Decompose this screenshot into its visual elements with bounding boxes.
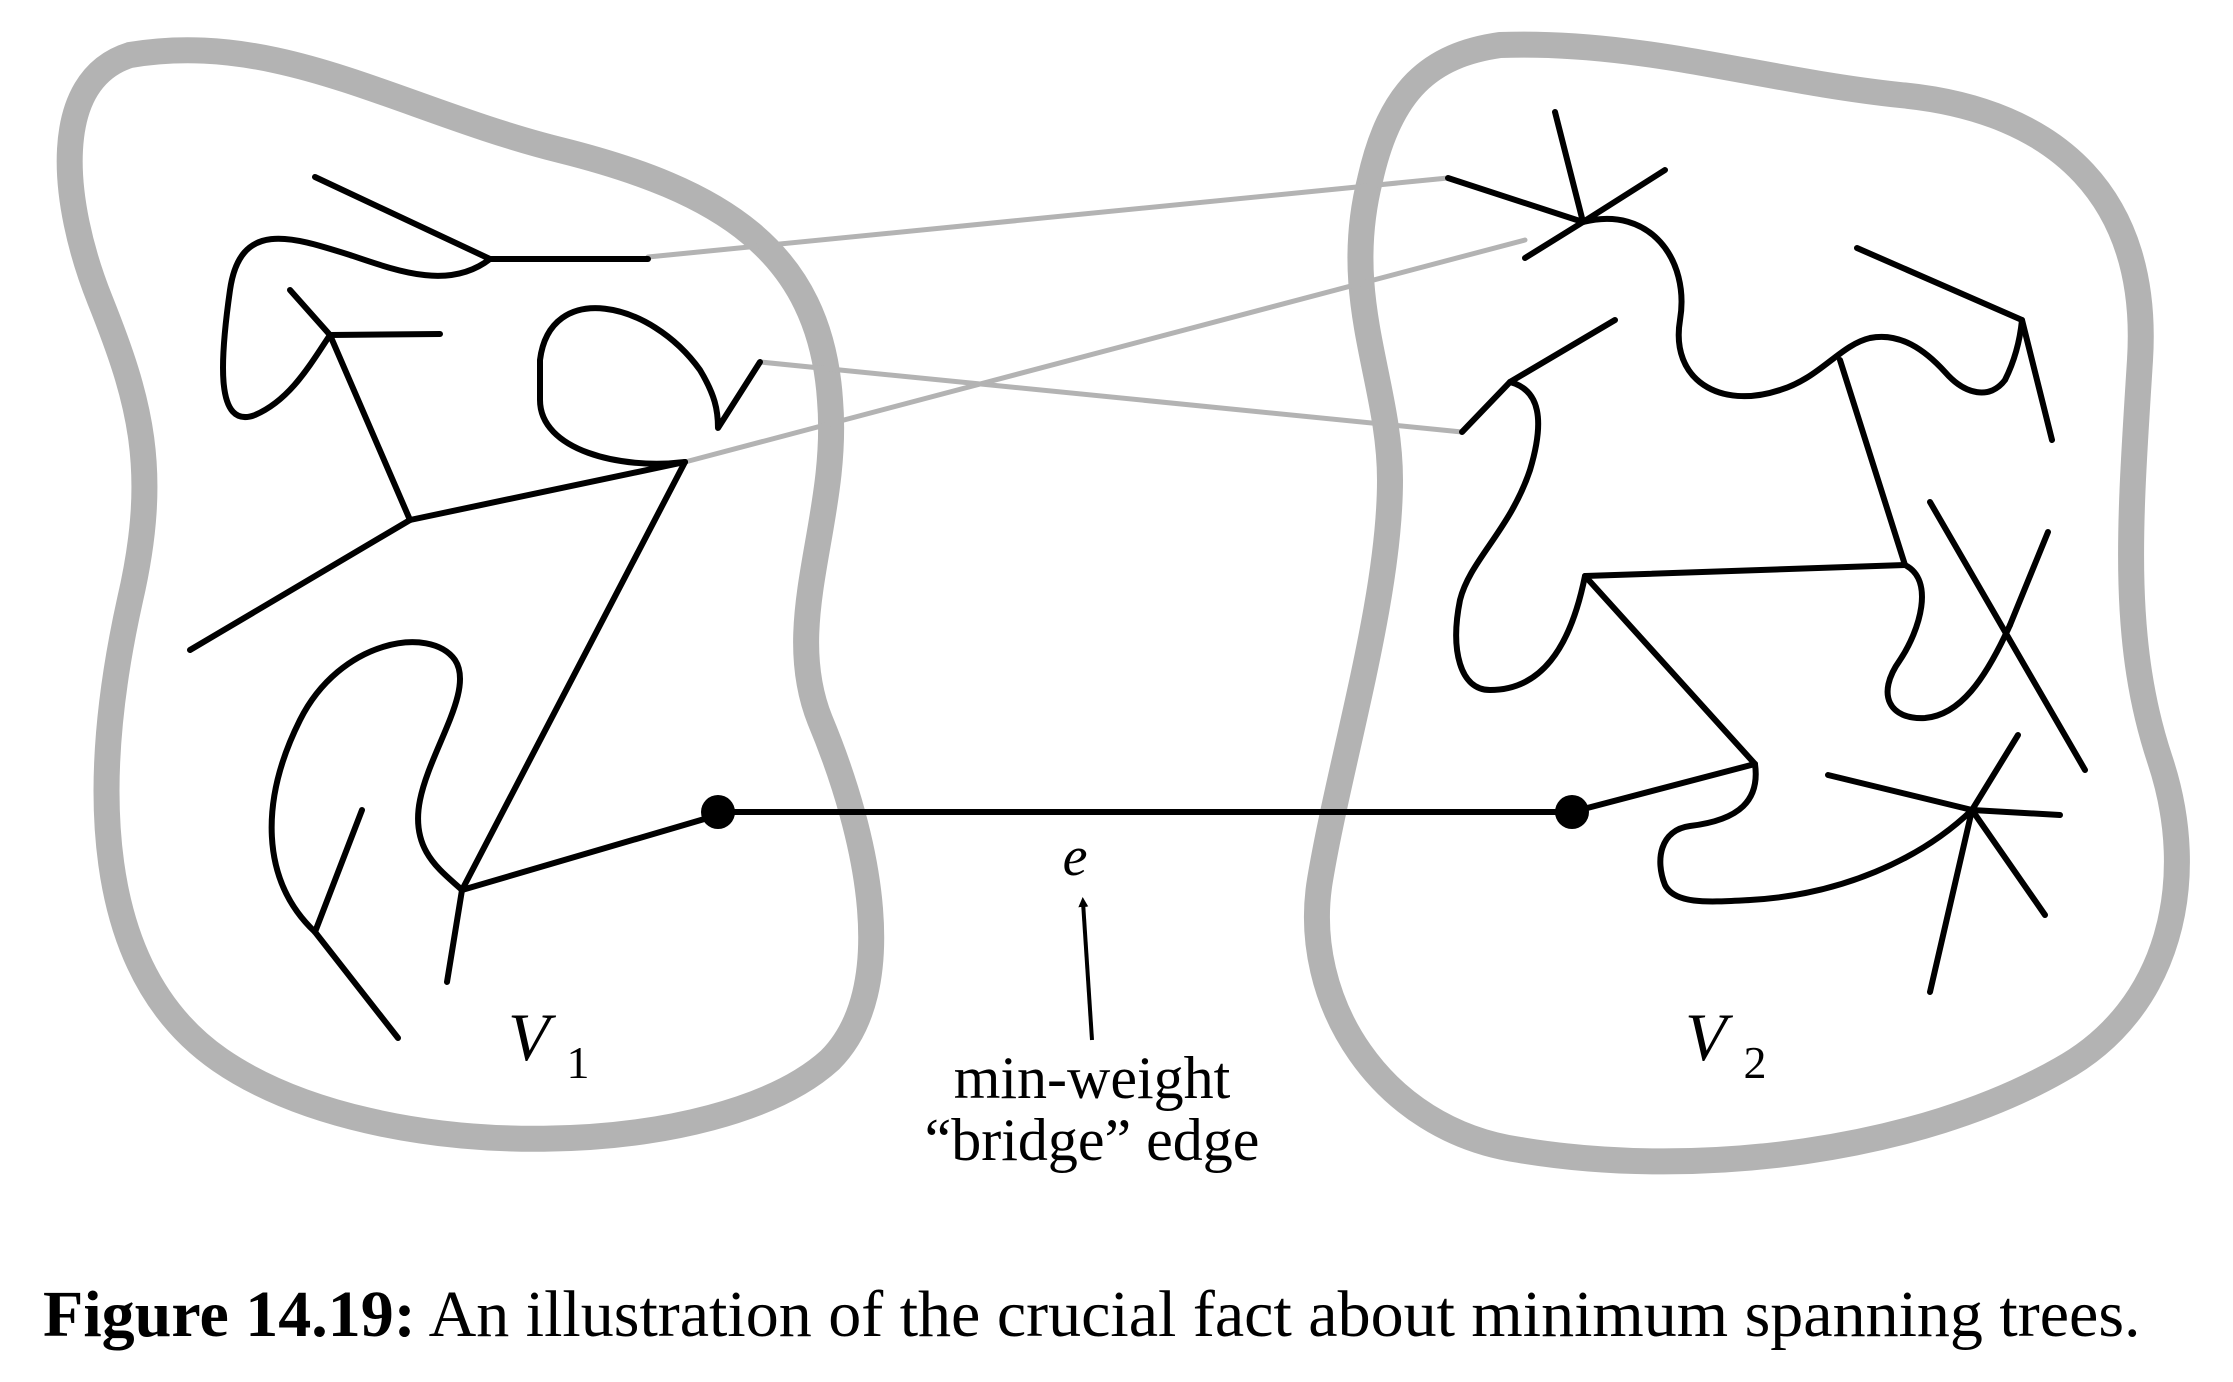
- tree-edge: [312, 929, 401, 1041]
- caption-label: Figure 14.19:: [43, 1278, 416, 1351]
- region-v2-label-sub: 2: [1744, 1037, 1767, 1088]
- tree-edge: [327, 332, 413, 523]
- tree-edge: [1927, 499, 2088, 773]
- region-v2-outline: [1303, 31, 2190, 1175]
- region-v1-outline: [56, 37, 885, 1152]
- annotation-arrow: [1078, 897, 1094, 1041]
- tree-v2: [1445, 109, 2088, 995]
- annotation-line-2: “bridge” edge: [925, 1107, 1260, 1173]
- tree-edge: [1580, 215, 2025, 400]
- tree-edge: [459, 459, 688, 893]
- tree-edge: [1969, 807, 2048, 918]
- bridge-endpoint-v1: [701, 795, 735, 829]
- tree-edge: [268, 639, 465, 935]
- tree-edge: [1453, 379, 1588, 693]
- edge-label-e: e: [1063, 826, 1088, 888]
- cross-edges: [645, 175, 1528, 465]
- region-v1-label: V 1: [508, 999, 590, 1088]
- tree-edge: [1927, 807, 1975, 995]
- tree-edge: [1582, 562, 1908, 579]
- tree-edge: [1522, 219, 1586, 261]
- region-v2-label: V 2: [1685, 999, 1767, 1088]
- tree-edge: [1969, 807, 2063, 818]
- tree-edge: [1854, 245, 2055, 443]
- bridge-endpoint-v2: [1555, 795, 1589, 829]
- tree-edge: [2007, 529, 2051, 628]
- tree-edge: [312, 174, 651, 262]
- tree-edge: [1837, 357, 1908, 568]
- region-v1-label-sub: 1: [567, 1037, 590, 1088]
- region-v1-label-main: V: [508, 999, 557, 1075]
- tree-edge: [312, 807, 365, 935]
- cross-edge: [682, 237, 1528, 465]
- tree-edge: [537, 305, 763, 467]
- tree-edge: [1569, 761, 1758, 815]
- tree-edge: [1582, 573, 1758, 767]
- tree-edge: [187, 517, 413, 653]
- caption-text: An illustration of the crucial fact abou…: [415, 1278, 2141, 1351]
- tree-edge: [1884, 562, 2013, 722]
- tree-v1: [187, 174, 763, 1041]
- region-v2-label-main: V: [1685, 999, 1734, 1075]
- tree-edge: [220, 235, 493, 420]
- tree-edge: [1552, 109, 1586, 225]
- figure-caption: Figure 14.19: An illustration of the cru…: [43, 1282, 2141, 1348]
- tree-edge: [1825, 772, 1975, 813]
- tree-edge: [459, 812, 721, 893]
- tree-edge: [287, 287, 443, 338]
- tree-edge: [1657, 761, 1975, 905]
- tree-edge: [1580, 167, 1668, 225]
- annotation-line-1: min-weight: [954, 1045, 1231, 1111]
- tree-edge: [407, 459, 688, 523]
- cross-edge: [757, 359, 1465, 435]
- tree-edge: [444, 887, 465, 985]
- tree-edge: [1969, 732, 2021, 813]
- cross-edge: [645, 175, 1451, 260]
- tree-edge: [1445, 175, 1586, 225]
